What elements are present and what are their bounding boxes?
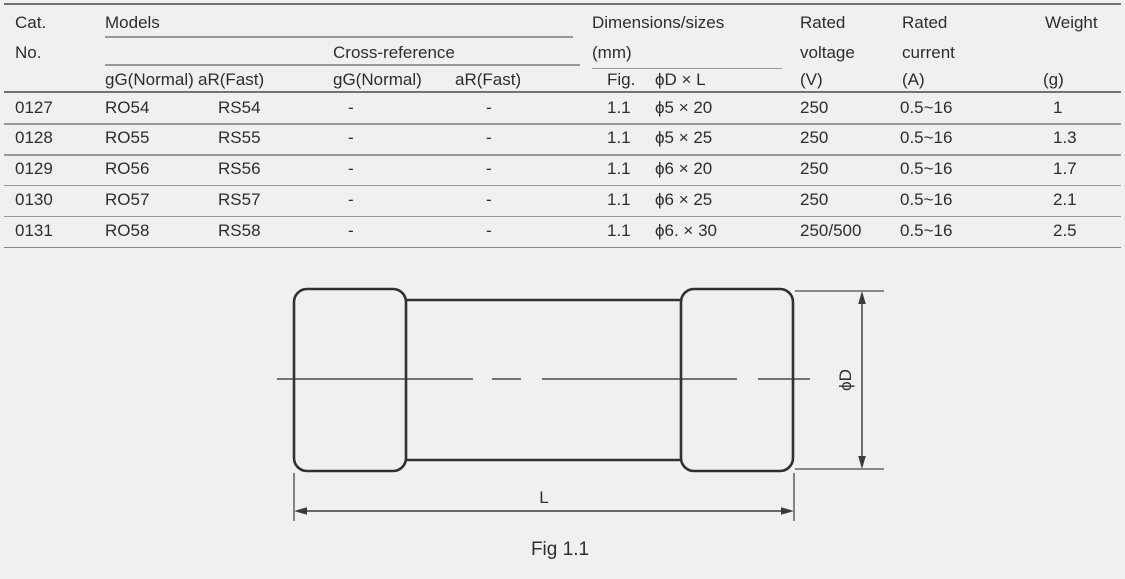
header-rated-voltage-2: voltage bbox=[800, 43, 855, 62]
cell-cross-ar: - bbox=[486, 159, 492, 179]
row-separator-3 bbox=[4, 184, 1121, 187]
cell-cross-gg: - bbox=[348, 128, 354, 148]
arrow-right-icon bbox=[781, 507, 794, 515]
cell-weight: 2.1 bbox=[1053, 189, 1077, 209]
cross-reference-rule bbox=[105, 64, 580, 66]
cell-model-ar: RS56 bbox=[218, 159, 261, 179]
cell-rated-current: 0.5~16 bbox=[900, 128, 953, 148]
subheader-fig: Fig. bbox=[607, 70, 636, 89]
table-top-rule bbox=[4, 3, 1121, 6]
cell-cross-gg: - bbox=[348, 220, 354, 240]
subheader-cross-gg: gG(Normal) bbox=[333, 70, 422, 89]
cell-size: ϕ6 × 20 bbox=[655, 159, 713, 179]
table-row: 0131 RO58 RS58 - - 1.1 ϕ6. × 30 250/500 … bbox=[0, 216, 1125, 247]
header-models: Models bbox=[105, 13, 160, 32]
length-dimension-label: L bbox=[539, 488, 548, 507]
cell-model-gg: RO58 bbox=[105, 220, 150, 240]
subheader-models-gg: gG(Normal) bbox=[105, 70, 194, 89]
diameter-dimension-label: ϕD bbox=[836, 369, 855, 391]
cell-fig: 1.1 bbox=[607, 189, 631, 209]
cell-model-ar: RS54 bbox=[218, 97, 261, 117]
arrow-down-icon bbox=[858, 456, 866, 469]
subheader-weight-unit: (g) bbox=[1043, 70, 1064, 89]
cell-rated-current: 0.5~16 bbox=[900, 159, 953, 179]
dimensions-group-rule bbox=[592, 67, 782, 69]
header-weight: Weight bbox=[1045, 13, 1098, 32]
cell-model-ar: RS58 bbox=[218, 220, 261, 240]
cell-size: ϕ5 × 25 bbox=[655, 128, 713, 148]
fuse-technical-drawing: ϕD L Fig 1.1 bbox=[277, 287, 884, 560]
subheader-current-unit: (A) bbox=[902, 70, 925, 89]
subheader-cross-ar: aR(Fast) bbox=[455, 70, 522, 89]
fuse-right-cap bbox=[679, 287, 795, 473]
models-group-rule bbox=[105, 36, 573, 38]
arrow-left-icon bbox=[294, 507, 307, 515]
cell-rated-voltage: 250/500 bbox=[800, 220, 862, 240]
table-row: 0128 RO55 RS55 - - 1.1 ϕ5 × 25 250 0.5~1… bbox=[0, 123, 1125, 154]
figure-caption: Fig 1.1 bbox=[531, 539, 589, 560]
cell-cross-ar: - bbox=[486, 220, 492, 240]
header-no: No. bbox=[15, 43, 42, 62]
cell-size: ϕ6 × 25 bbox=[655, 189, 713, 209]
header-rated-current-2: current bbox=[902, 43, 955, 62]
cell-cross-ar: - bbox=[486, 97, 492, 117]
cell-model-gg: RO55 bbox=[105, 128, 150, 148]
cell-cat-no: 0128 bbox=[15, 128, 53, 148]
cell-weight: 2.5 bbox=[1053, 220, 1077, 240]
cell-fig: 1.1 bbox=[607, 97, 631, 117]
cell-cross-gg: - bbox=[348, 189, 354, 209]
table-bottom-rule bbox=[4, 246, 1121, 249]
header-rated-voltage-1: Rated bbox=[800, 13, 846, 32]
cell-model-ar: RS57 bbox=[218, 189, 261, 209]
cell-fig: 1.1 bbox=[607, 128, 631, 148]
cell-rated-voltage: 250 bbox=[800, 189, 829, 209]
cell-weight: 1.3 bbox=[1053, 128, 1077, 148]
cell-rated-voltage: 250 bbox=[800, 159, 829, 179]
header-cat: Cat. bbox=[15, 13, 47, 32]
cell-fig: 1.1 bbox=[607, 159, 631, 179]
header-dimensions: Dimensions/sizes bbox=[592, 13, 725, 32]
cell-cross-gg: - bbox=[348, 97, 354, 117]
fuse-left-cap bbox=[292, 287, 408, 473]
cell-cross-gg: - bbox=[348, 159, 354, 179]
header-dimensions-unit: (mm) bbox=[592, 43, 632, 62]
table-row: 0129 RO56 RS56 - - 1.1 ϕ6 × 20 250 0.5~1… bbox=[0, 154, 1125, 185]
cell-size: ϕ6. × 30 bbox=[655, 220, 717, 240]
subheader-voltage-unit: (V) bbox=[800, 70, 823, 89]
row-separator-1 bbox=[4, 123, 1121, 125]
cell-cross-ar: - bbox=[486, 128, 492, 148]
header-bottom-rule bbox=[4, 90, 1121, 93]
cell-cat-no: 0131 bbox=[15, 220, 53, 240]
table-row: 0127 RO54 RS54 - - 1.1 ϕ5 × 20 250 0.5~1… bbox=[0, 93, 1125, 124]
cell-rated-voltage: 250 bbox=[800, 97, 829, 117]
cell-fig: 1.1 bbox=[607, 220, 631, 240]
cell-model-gg: RO56 bbox=[105, 159, 150, 179]
cell-cat-no: 0129 bbox=[15, 159, 53, 179]
cell-cross-ar: - bbox=[486, 189, 492, 209]
row-separator-4 bbox=[4, 215, 1121, 218]
cell-cat-no: 0127 bbox=[15, 97, 53, 117]
cell-rated-current: 0.5~16 bbox=[900, 220, 953, 240]
header-rated-current-1: Rated bbox=[902, 13, 948, 32]
cell-rated-current: 0.5~16 bbox=[900, 189, 953, 209]
cell-model-ar: RS55 bbox=[218, 128, 261, 148]
cell-model-gg: RO54 bbox=[105, 97, 150, 117]
subheader-models-ar: aR(Fast) bbox=[198, 70, 265, 89]
cell-size: ϕ5 × 20 bbox=[655, 97, 713, 117]
row-separator-2 bbox=[4, 154, 1121, 156]
header-cross-reference: Cross-reference bbox=[333, 43, 455, 62]
arrow-up-icon bbox=[858, 291, 866, 304]
cell-rated-current: 0.5~16 bbox=[900, 97, 953, 117]
cell-weight: 1 bbox=[1053, 97, 1063, 117]
cell-cat-no: 0130 bbox=[15, 189, 53, 209]
table-row: 0130 RO57 RS57 - - 1.1 ϕ6 × 25 250 0.5~1… bbox=[0, 185, 1125, 216]
cell-rated-voltage: 250 bbox=[800, 128, 829, 148]
subheader-size: ϕD × L bbox=[655, 70, 706, 89]
cell-weight: 1.7 bbox=[1053, 159, 1077, 179]
cell-model-gg: RO57 bbox=[105, 189, 150, 209]
